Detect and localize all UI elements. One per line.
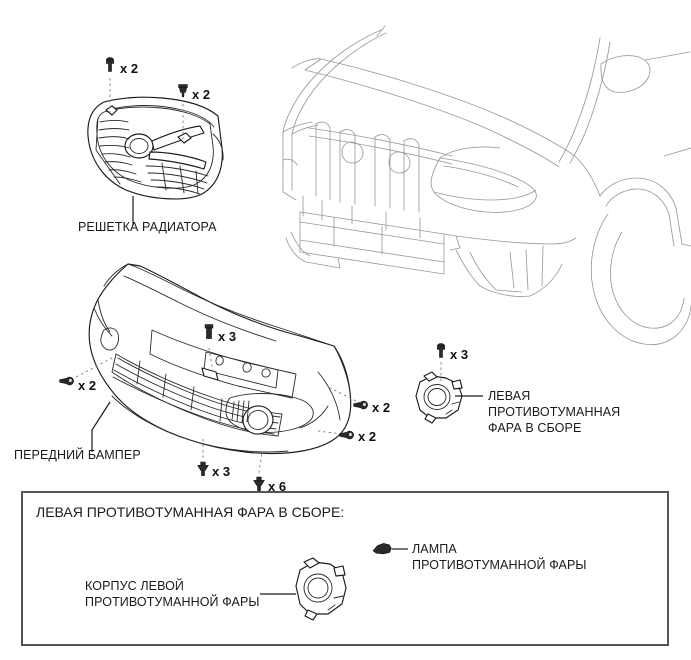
fastener-bumper-clip-left	[59, 376, 75, 386]
label-front-bumper: ПЕРЕДНИЙ БАМПЕР	[14, 447, 141, 462]
fastener-bumper-bolt-top	[204, 324, 214, 340]
leader-front-bumper	[91, 401, 111, 452]
fastener-qty-bumper-clip-right1: x 2	[372, 400, 390, 415]
guide-line-bumper-bolt-top	[208, 347, 214, 373]
radiator-grille-part	[87, 96, 224, 200]
left-fog-light-assembly-part	[415, 371, 463, 424]
guide-line-bumper-screw-lower	[258, 451, 263, 474]
fastener-grille-clip-right	[178, 84, 188, 98]
fastener-qty-fog-light-screw: x 3	[450, 347, 468, 362]
fastener-guide-lines	[75, 78, 442, 474]
detail-box	[21, 491, 669, 646]
fastener-symbols: x 2 x 2 x 3 x 2 x 2 x 2 x 3 x 6 x 3	[59, 57, 468, 494]
detail-box-title: ЛЕВАЯ ПРОТИВОТУМАННАЯ ФАРА В СБОРЕ:	[36, 504, 344, 520]
guide-line-bumper-clip-right2	[317, 430, 343, 435]
fastener-bumper-screw-lower	[253, 476, 265, 491]
fastener-qty-grille-bolt-left: x 2	[120, 61, 138, 76]
front-bumper-part	[88, 263, 352, 455]
fog-light-bulb-part	[372, 542, 392, 555]
guide-line-bumper-clip-left	[75, 357, 113, 378]
fastener-qty-bumper-screw-bottom: x 3	[212, 464, 230, 479]
fog-light-housing-part	[295, 557, 347, 621]
label-radiator-grille: РЕШЕТКА РАДИАТОРА	[78, 220, 217, 234]
guide-line-bumper-clip-right1	[329, 387, 357, 402]
callout-leader-lines	[91, 196, 483, 595]
detail-box-border	[21, 491, 669, 646]
vehicle-illustration	[282, 25, 691, 346]
fastener-grille-bolt-left	[106, 57, 114, 72]
fastener-bumper-clip-right1	[353, 400, 369, 410]
fastener-qty-bumper-clip-right2: x 2	[358, 429, 376, 444]
fastener-qty-bumper-bolt-top: x 3	[218, 329, 236, 344]
fastener-fog-light-screw	[437, 343, 445, 358]
fastener-qty-bumper-clip-left: x 2	[78, 378, 96, 393]
fastener-qty-bumper-screw-lower: x 6	[268, 479, 286, 494]
fastener-bumper-screw-bottom	[197, 461, 209, 476]
fastener-qty-grille-clip-right: x 2	[192, 87, 210, 102]
